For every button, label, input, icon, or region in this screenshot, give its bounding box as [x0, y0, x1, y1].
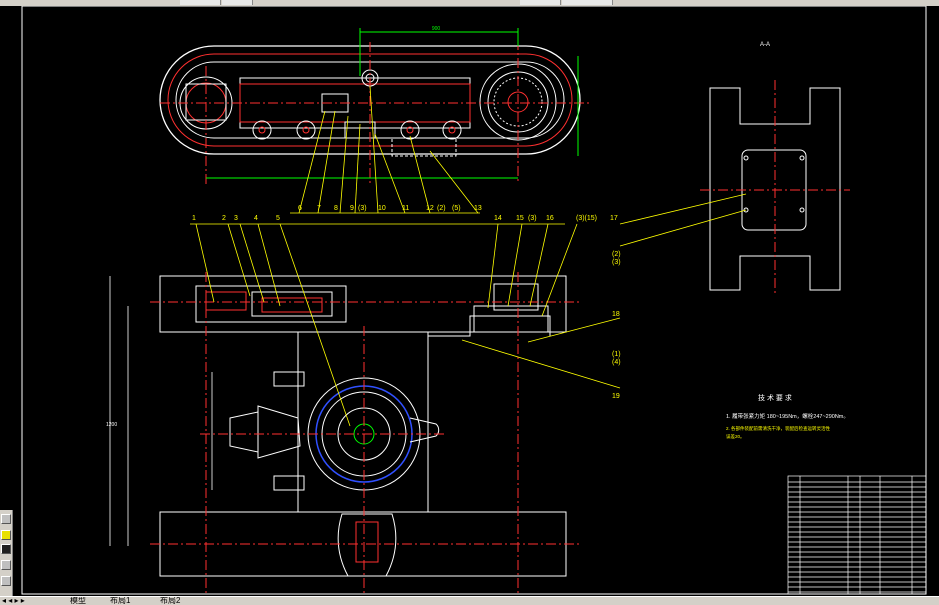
left-tool-palette: [0, 510, 13, 596]
palette-button[interactable]: [1, 544, 11, 554]
balloon-label: 19: [612, 393, 620, 400]
balloon-label: 13: [474, 205, 482, 212]
balloon-label: 10: [378, 205, 386, 212]
technical-requirements: 技 术 要 求 1. 履带张紧力矩 180~195Nm，螺栓247~290Nm。…: [726, 393, 849, 440]
balloon-label: 5: [276, 215, 280, 222]
balloon-labels-right: 18 19 (2) (3) (1) (4): [612, 251, 621, 400]
tab-nav-arrows[interactable]: ◂ ◂ ▸ ▸: [2, 597, 25, 605]
window-top-strip: [0, 0, 939, 6]
balloon-label: (3): [358, 205, 367, 212]
balloon-labels-mid: 1 2 3 4 5 14 15 (3) 16 (3)(15) 17: [192, 215, 618, 222]
balloon-label: 14: [494, 215, 502, 222]
tech-req-line: 2. 各部件装配前需清洗干净，装配后检查运转灵活性: [726, 425, 831, 432]
balloon-label: (1): [612, 351, 621, 358]
layout-tab-bar: ◂ ◂ ▸ ▸ 模型 布局1 布局2: [0, 596, 939, 605]
balloon-label: 11: [402, 205, 409, 212]
balloon-label: 6: [298, 205, 302, 212]
tab-layout2[interactable]: 布局2: [160, 597, 181, 605]
balloon-label: 4: [254, 215, 258, 222]
palette-button[interactable]: [1, 560, 11, 570]
balloon-label: 17: [610, 215, 618, 222]
balloon-label: 12: [426, 205, 434, 212]
track-top-view: [159, 40, 590, 184]
balloon-label: (5): [452, 205, 461, 212]
dimension-top-label: 900: [432, 26, 441, 32]
chassis-main-view: [150, 272, 580, 594]
balloon-labels-top: 6 7 8 9 (3) 10 11 12 (2) (5) 13: [298, 205, 482, 212]
balloon-label: (2): [437, 205, 446, 212]
dimension-side-label: 1200: [106, 422, 117, 428]
balloon-label: 1: [192, 215, 196, 222]
balloon-label: (3): [612, 259, 621, 266]
balloon-label: 3: [234, 215, 238, 222]
balloon-label: 15: [516, 215, 524, 222]
balloon-label: 16: [546, 215, 554, 222]
tab-layout1[interactable]: 布局1: [110, 597, 131, 605]
leader-lines-mid: [190, 193, 747, 427]
parts-list-table: [787, 475, 927, 595]
drawing-border: [21, 6, 927, 595]
tech-req-line: 1. 履带张紧力矩 180~195Nm，螺栓247~290Nm。: [726, 412, 849, 420]
balloon-label: (3): [528, 215, 537, 222]
balloon-label: 9: [350, 205, 354, 212]
balloon-label: 2: [222, 215, 226, 222]
balloon-label: (4): [612, 359, 621, 366]
leader-lines-top: [290, 85, 480, 214]
section-aa-view: [700, 80, 850, 296]
tech-req-line: 误差20。: [726, 433, 745, 440]
balloon-label: 8: [334, 205, 338, 212]
palette-button[interactable]: [1, 514, 11, 524]
drawing-canvas[interactable]: 900 6 7 8 9 (3) 10 11 12 (2) (5) 13 A-A: [0, 6, 939, 598]
dimension-side: [109, 276, 213, 546]
balloon-label: (3)(15): [576, 215, 597, 222]
tab-model[interactable]: 模型: [70, 597, 86, 605]
toolbar-segment[interactable]: [222, 0, 253, 5]
section-title: A-A: [760, 42, 770, 48]
balloon-label: (2): [612, 251, 621, 258]
toolbar-segment[interactable]: [520, 0, 561, 5]
dimension-top: [206, 28, 579, 179]
balloon-label: 7: [317, 205, 321, 212]
palette-button[interactable]: [1, 530, 11, 540]
palette-button[interactable]: [1, 576, 11, 586]
toolbar-segment[interactable]: [180, 0, 221, 5]
tech-req-heading: 技 术 要 求: [758, 393, 792, 402]
toolbar-segment[interactable]: [562, 0, 613, 5]
balloon-label: 18: [612, 311, 620, 318]
